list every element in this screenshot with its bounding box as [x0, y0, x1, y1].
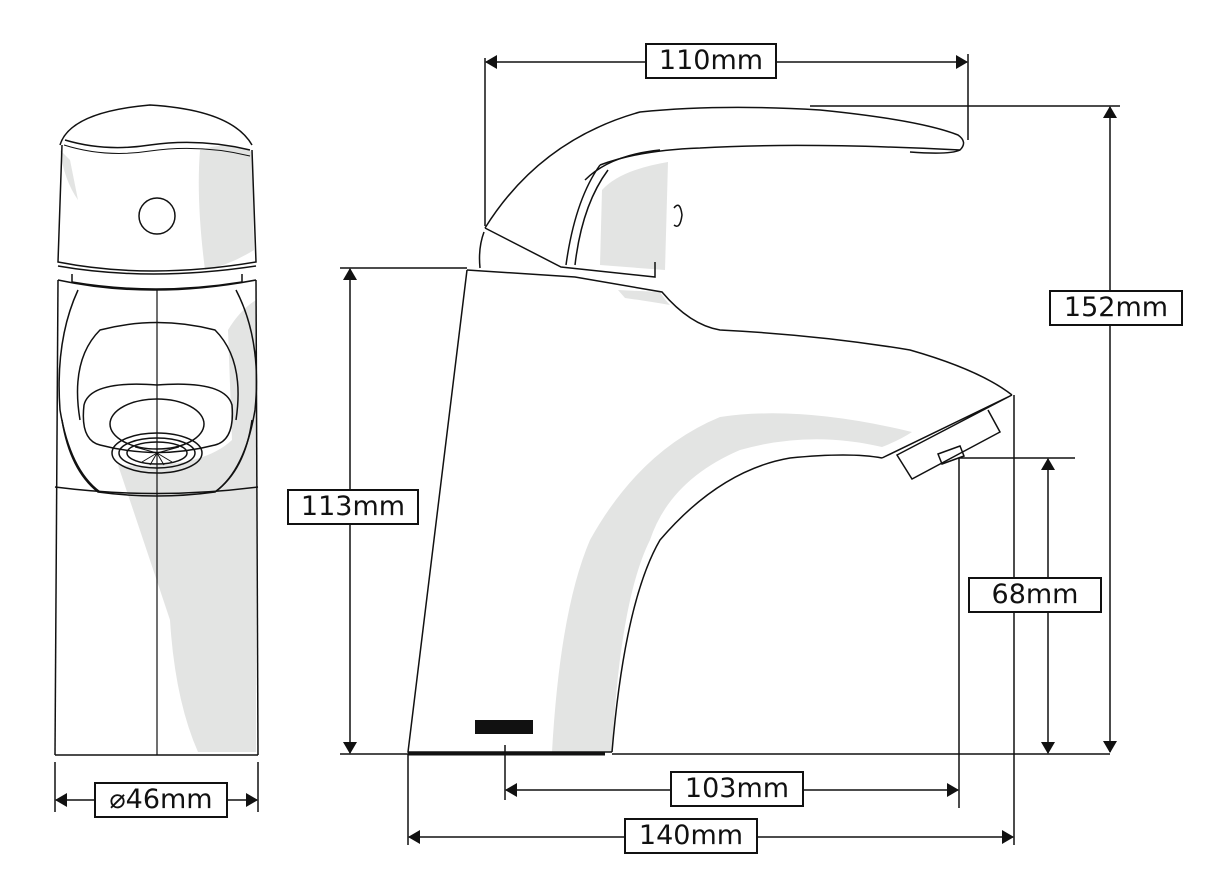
front-shading-left [60, 150, 78, 200]
aerator-star-icon [134, 446, 180, 466]
side-shading-lever [600, 162, 668, 270]
aerator-icon [111, 432, 203, 474]
lever-top [484, 106, 965, 229]
front-shading-body [118, 300, 256, 752]
label-total-depth: 140mm [624, 818, 758, 854]
spout-underside [611, 454, 883, 753]
label-spout-height: 68mm [968, 577, 1102, 613]
lever-head-bottom [57, 265, 257, 275]
base-marker [475, 720, 533, 734]
tap-body [407, 269, 612, 753]
label-body-height: 113mm [287, 489, 419, 525]
label-base-diameter: ⌀46mm [94, 782, 228, 818]
side-shading-spout [552, 413, 912, 752]
spout-aerator [881, 394, 1013, 480]
label-lever-length: 110mm [645, 43, 777, 79]
side-view [407, 106, 1013, 756]
front-shading-head [198, 145, 254, 270]
label-total-height: 152mm [1049, 290, 1183, 326]
front-view [54, 104, 259, 756]
lever-head-body [57, 144, 257, 272]
lever-head-dome [59, 104, 253, 146]
label-spout-reach: 103mm [670, 771, 804, 807]
cap-button-icon [138, 197, 176, 235]
lever-pivot-icon [673, 204, 683, 227]
